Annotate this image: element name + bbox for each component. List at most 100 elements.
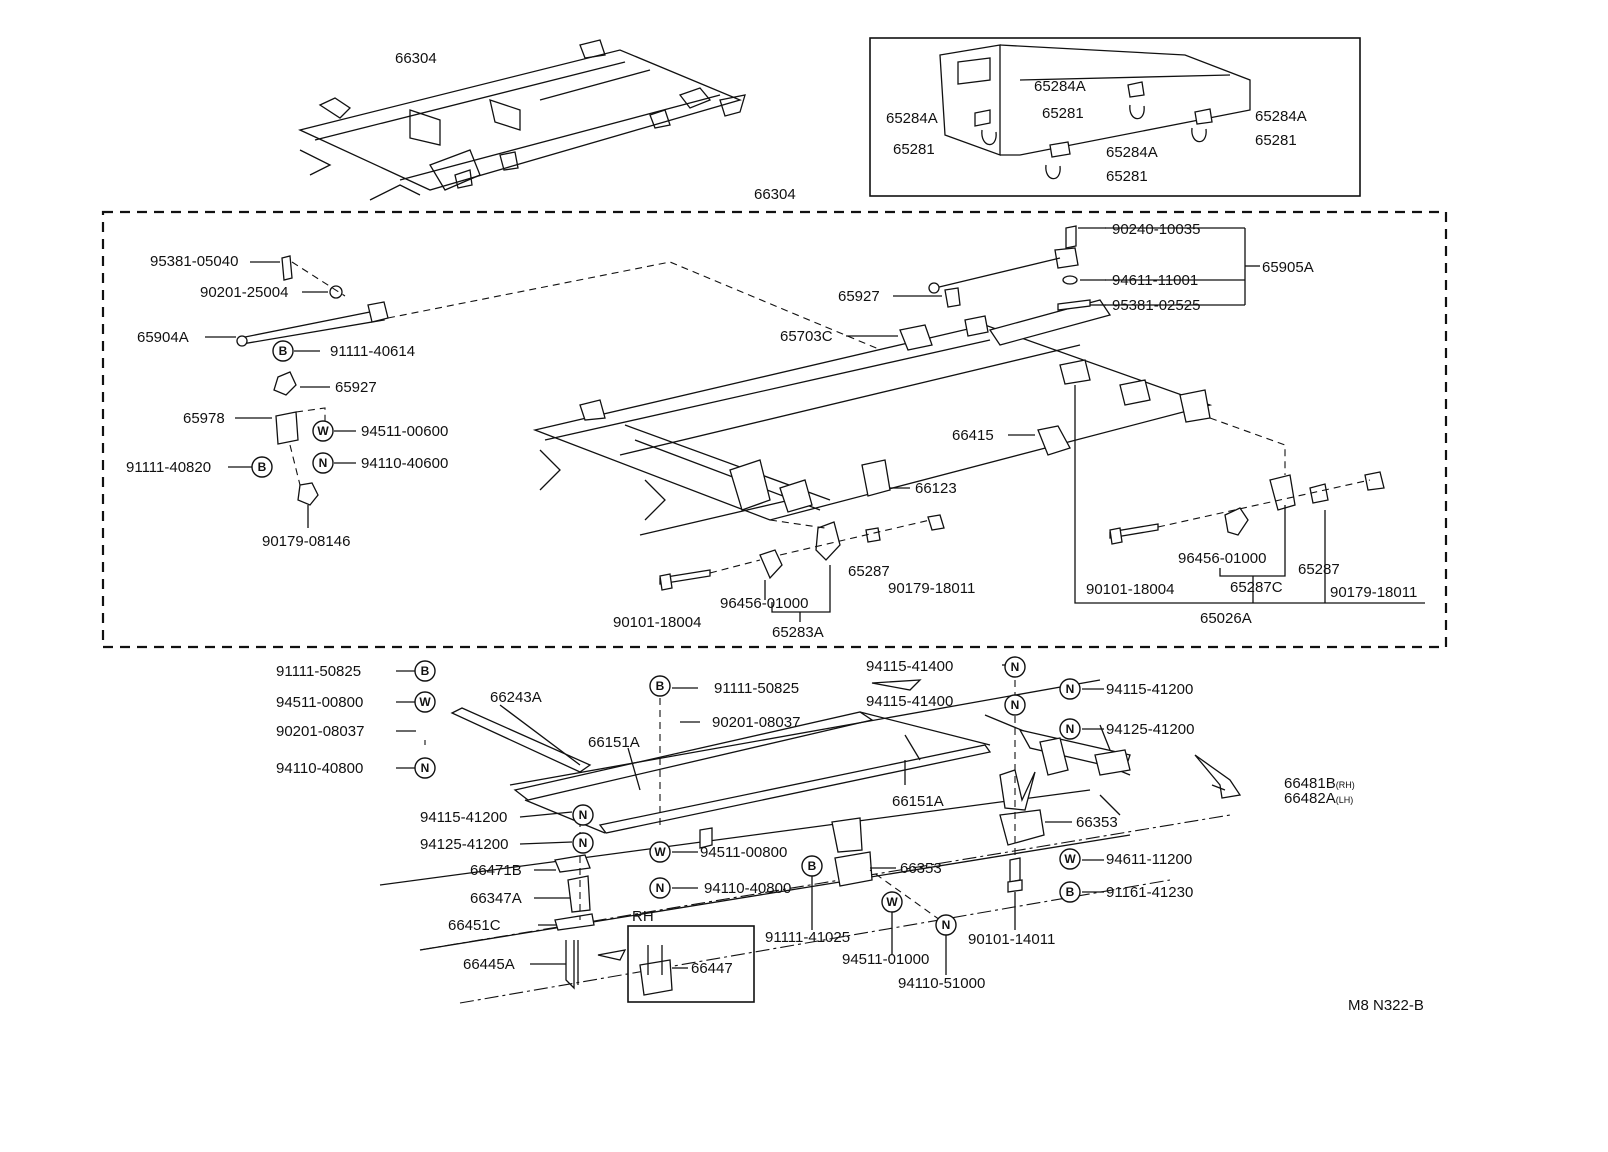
part-label: 66445A	[463, 956, 515, 973]
symbol-w-94611-11200: W	[1059, 848, 1081, 870]
part-label: 65281	[1106, 168, 1148, 185]
symbol-text: N	[1011, 660, 1020, 674]
part-label: 65904A	[137, 329, 189, 346]
part-label: 91111-40614	[330, 343, 415, 360]
part-label: 90101-18004	[1086, 581, 1174, 598]
symbol-text: W	[317, 424, 329, 438]
group-brackets	[771, 227, 1425, 622]
part-label: 90179-18011	[888, 580, 975, 597]
symbol-text: N	[1066, 722, 1075, 736]
part-label: 65703C	[780, 328, 833, 345]
lower-assembly	[379, 679, 1242, 1004]
part-label: 65284A	[1255, 108, 1307, 125]
part-label: 65281	[893, 141, 935, 158]
part-label: 90201-25004	[200, 284, 288, 301]
part-label: 94110-51000	[898, 975, 985, 992]
part-label: 66123	[915, 480, 957, 497]
symbol-text: N	[579, 808, 588, 822]
symbol-text: N	[1011, 698, 1020, 712]
shackle-parts	[659, 417, 1385, 591]
part-label: 65978	[183, 410, 225, 427]
part-label: 94110-40800	[276, 760, 363, 777]
part-label: 94511-00600	[361, 423, 448, 440]
part-label: 91111-40820	[126, 459, 211, 476]
symbol-text: B	[279, 344, 288, 358]
symbol-text: B	[1066, 885, 1075, 899]
part-label: 65927	[838, 288, 880, 305]
part-label: 66347A	[470, 890, 522, 907]
part-label: 66451C	[448, 917, 501, 934]
symbol-text: N	[421, 761, 430, 775]
symbol-n-94115-41400-a: N	[1004, 656, 1026, 678]
symbol-n-94125-41200-left: N	[572, 832, 594, 854]
symbol-text: B	[656, 679, 665, 693]
part-label: 66481B(RH)	[1284, 775, 1355, 792]
leader-lines	[205, 227, 1106, 600]
symbol-text: N	[579, 836, 588, 850]
part-label: 91111-50825	[276, 663, 361, 680]
label-66482a-lh: 66482A(LH)	[1284, 790, 1353, 807]
part-label: 66151A	[892, 793, 944, 810]
part-label: 90179-18011	[1330, 584, 1417, 601]
symbol-b-91111-50825-left: B	[414, 660, 436, 682]
part-label: 65287C	[1230, 579, 1283, 596]
part-label: 66243A	[490, 689, 542, 706]
symbol-w-94511-00600: W	[312, 420, 334, 442]
symbol-w-94511-00800-left: W	[414, 691, 436, 713]
part-label: 94125-41200	[1106, 721, 1194, 738]
part-label: 96456-01000	[1178, 550, 1266, 567]
part-label: 66471B	[470, 862, 522, 879]
side-suffix: (LH)	[1336, 795, 1354, 805]
symbol-b-91111-40614: B	[272, 340, 294, 362]
part-label: 66353	[1076, 814, 1118, 831]
part-label: 66304	[395, 50, 437, 67]
part-label: 90201-08037	[712, 714, 800, 731]
part-label: 94110-40800	[704, 880, 791, 897]
symbol-n-94115-41400-b: N	[1004, 694, 1026, 716]
part-label: 65281	[1042, 105, 1084, 122]
part-label: 66151A	[588, 734, 640, 751]
part-label: 94110-40600	[361, 455, 448, 472]
part-label: 66482A(LH)	[1284, 790, 1353, 807]
part-label: 65281	[1255, 132, 1297, 149]
symbol-text: N	[1066, 682, 1075, 696]
symbol-b-91161-41230: B	[1059, 881, 1081, 903]
symbol-text: N	[656, 881, 665, 895]
symbol-text: B	[258, 460, 267, 474]
part-label: 90240-10035	[1112, 221, 1200, 238]
part-label: 65283A	[772, 624, 824, 641]
part-label: 94115-41200	[1106, 681, 1193, 698]
symbol-n-94110-40600: N	[312, 452, 334, 474]
symbol-n-94110-51000: N	[935, 914, 957, 936]
part-label: 65284A	[1106, 144, 1158, 161]
part-label: 90101-14011	[968, 931, 1055, 948]
part-label: 66415	[952, 427, 994, 444]
symbol-text: B	[808, 859, 817, 873]
lower-leader-lines	[396, 664, 1226, 975]
part-label: 94511-00800	[276, 694, 363, 711]
part-label: 91161-41230	[1106, 884, 1193, 901]
symbol-b-91111-40820: B	[251, 456, 273, 478]
symbol-n-94110-40800-mid: N	[649, 877, 671, 899]
symbol-w-94511-01000: W	[881, 891, 903, 913]
part-label: 94115-41400	[866, 693, 953, 710]
assembly-group-box	[101, 210, 1448, 649]
symbol-n-94110-40800-left: N	[414, 757, 436, 779]
part-label: 65284A	[1034, 78, 1086, 95]
part-label: 66447	[691, 960, 733, 977]
part-label: 65905A	[1262, 259, 1314, 276]
part-label: 90101-18004	[613, 614, 701, 631]
symbol-n-94115-41200-left: N	[572, 804, 594, 826]
part-label: 90179-08146	[262, 533, 350, 550]
part-label: 96456-01000	[720, 595, 808, 612]
symbol-text: W	[419, 695, 431, 709]
part-label: 94115-41400	[866, 658, 953, 675]
part-label: 94511-00800	[700, 844, 787, 861]
symbol-text: B	[421, 664, 430, 678]
part-label: 94611-11001	[1112, 272, 1198, 289]
part-label: 91111-41025	[765, 929, 850, 946]
symbol-text: W	[1064, 852, 1076, 866]
symbol-n-94115-41200-right: N	[1059, 678, 1081, 700]
symbol-text: W	[654, 845, 666, 859]
